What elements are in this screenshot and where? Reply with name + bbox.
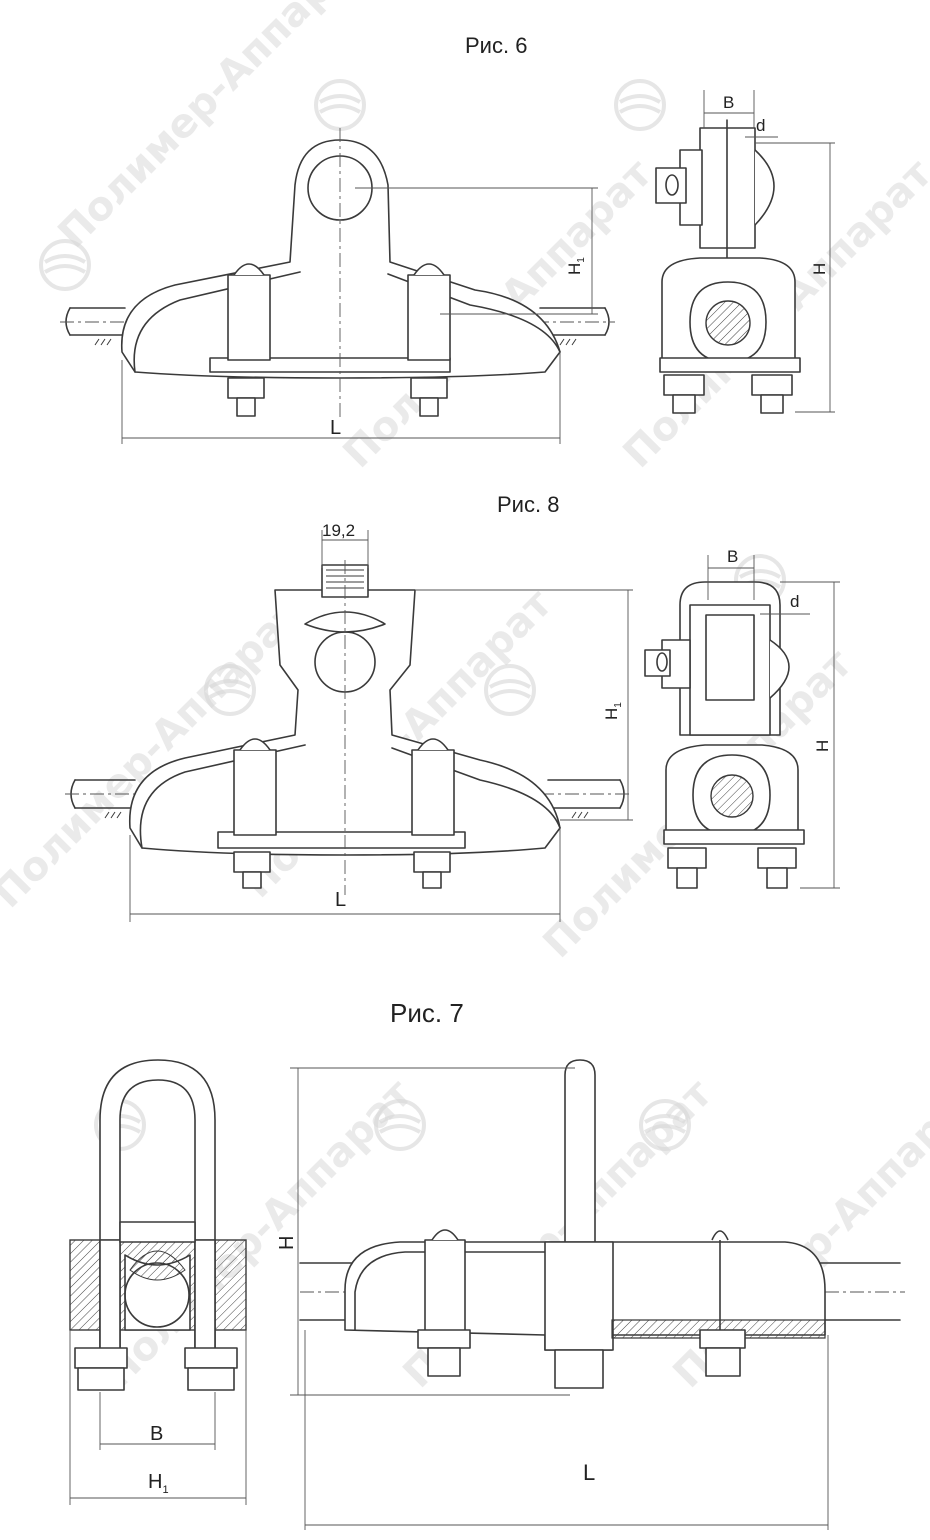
figure-6-caption: Рис. 6 [465, 33, 527, 58]
svg-text:L: L [330, 417, 341, 439]
bolt-right [411, 738, 455, 889]
dimension-h1: H1 [355, 187, 598, 315]
svg-text:H1: H1 [565, 257, 587, 275]
figure-7: Рис. 7 B H1 [69, 998, 905, 1530]
section-view-7: B H1 [69, 1059, 247, 1505]
svg-text:L: L [335, 889, 346, 911]
svg-text:19,2: 19,2 [322, 521, 355, 540]
figure-8-caption: Рис. 8 [497, 492, 559, 517]
dimension-h1: H1 [415, 589, 633, 821]
figure-8: Рис. 8 [65, 492, 840, 922]
svg-text:L: L [583, 1460, 595, 1485]
bolt-right [407, 263, 451, 417]
svg-text:d: d [790, 592, 799, 611]
figure-6: Рис. 6 [60, 33, 835, 444]
dimension-19-2: 19,2 [321, 521, 369, 568]
side-view-8: B d H [644, 547, 840, 889]
bolt-left [233, 738, 277, 889]
svg-text:H: H [276, 1236, 298, 1250]
clamp-body [120, 139, 561, 379]
main-view-7: H L [276, 1059, 905, 1530]
svg-text:B: B [723, 93, 734, 112]
bolt-left [227, 263, 271, 417]
dimension-l: L [129, 828, 561, 922]
figure-7-caption: Рис. 7 [390, 998, 464, 1028]
svg-text:B: B [150, 1423, 163, 1445]
svg-text:H: H [813, 740, 832, 752]
svg-text:H1: H1 [148, 1471, 169, 1496]
svg-text:B: B [727, 547, 738, 566]
side-view-6: B d H [655, 90, 835, 414]
dimension-l: L [121, 352, 561, 444]
svg-text:d: d [756, 116, 765, 135]
svg-text:H: H [810, 263, 829, 275]
watermark: Полимер-Аппарат Полимер-Аппарат Полимер-… [0, 0, 930, 1397]
svg-text:H1: H1 [602, 702, 624, 720]
